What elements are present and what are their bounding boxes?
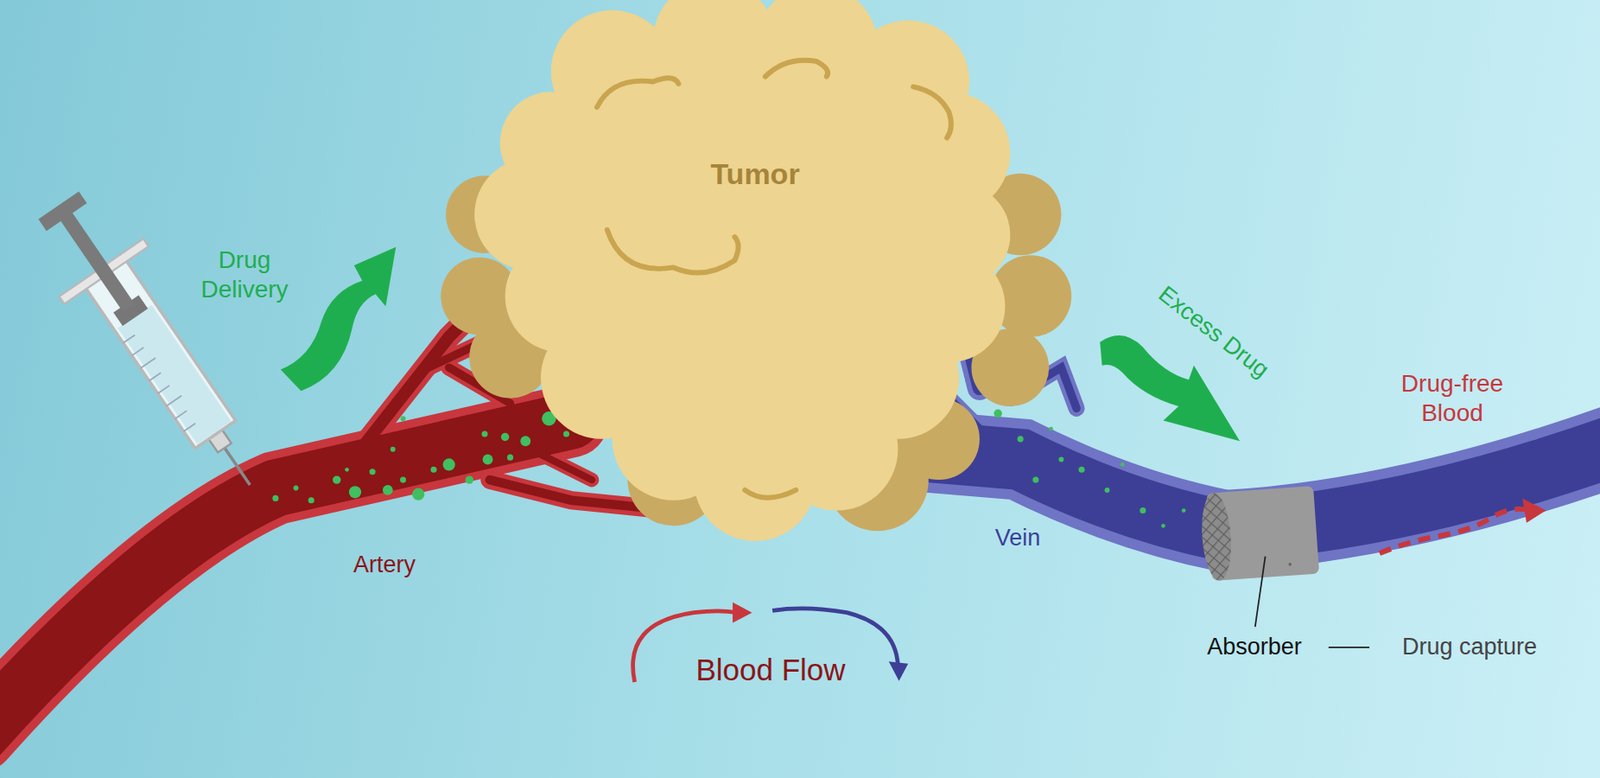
tumor-node: Tumor [701, 151, 808, 197]
artery-label: Artery [353, 550, 416, 578]
delivery-arrow [280, 247, 396, 392]
drug-free-label: Drug-free Blood [1387, 368, 1518, 427]
blood-flow-label: Blood Flow [695, 651, 845, 688]
drug-delivery-label: Drug Delivery [188, 245, 301, 304]
absorber [1199, 485, 1320, 582]
drug-capture-label: Drug capture [1402, 632, 1537, 661]
vein-label: Vein [995, 523, 1042, 552]
flow-arrow [1379, 497, 1547, 553]
excess-drug-label: Excess Drug [1153, 279, 1276, 384]
tumor-shape [440, 0, 1072, 541]
leader-line [1255, 556, 1266, 627]
node-text: Tumor [710, 156, 800, 192]
syringe [16, 176, 293, 514]
drug-particles [272, 411, 570, 503]
leader-line [1328, 646, 1370, 648]
absorber-label: Absorber [1206, 632, 1302, 661]
